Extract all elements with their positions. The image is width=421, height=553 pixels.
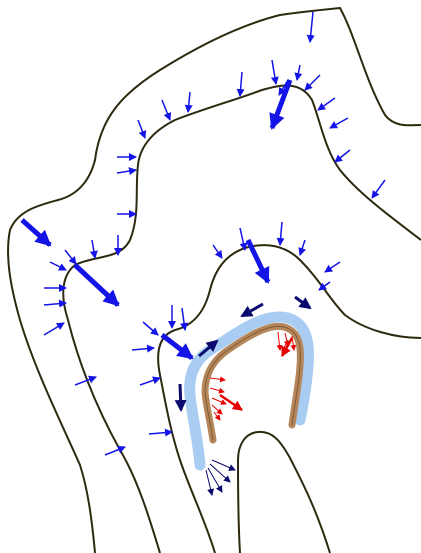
blue-force-arrow — [44, 323, 64, 335]
small-red-force-arrow — [214, 412, 220, 420]
blue-force-arrow — [213, 245, 222, 258]
blue-force-arrow — [44, 303, 66, 305]
thick-blue-force-arrow — [162, 335, 192, 358]
small-red-force-arrow — [210, 388, 224, 392]
blue-force-arrow — [372, 180, 385, 198]
blue-force-arrow — [318, 98, 335, 110]
blue-force-arrow — [143, 322, 158, 335]
outer-contour — [8, 8, 421, 553]
blue-force-arrow — [92, 240, 95, 258]
navy-flow-arrow — [180, 384, 181, 410]
blue-force-arrow — [272, 60, 276, 84]
inner-contour — [158, 245, 421, 553]
blue-force-arrow — [335, 150, 350, 162]
blue-force-arrow — [240, 72, 242, 96]
small-red-force-arrow — [278, 332, 280, 350]
lower-lobe-contour — [238, 432, 330, 553]
navy-flow-arrow — [295, 297, 310, 308]
thick-blue-force-arrows — [22, 80, 290, 358]
small-red-force-arrow — [210, 378, 225, 380]
blue-force-arrow — [325, 262, 340, 272]
middle-contour — [63, 86, 421, 553]
blue-force-arrow — [140, 378, 160, 385]
navy-flow-arrow — [242, 304, 263, 316]
blue-force-arrow — [310, 12, 313, 42]
blue-force-arrow — [138, 120, 145, 138]
small-red-force-arrow — [212, 405, 222, 414]
thick-blue-force-arrow — [22, 220, 50, 245]
blue-force-arrow — [149, 432, 172, 434]
blue-force-arrow — [300, 240, 305, 255]
blue-force-arrow — [330, 118, 348, 128]
blue-force-arrow — [50, 262, 66, 270]
blue-force-arrow — [305, 75, 320, 90]
blue-force-arrow — [280, 222, 282, 245]
blue-force-arrow — [240, 228, 245, 250]
blue-force-arrow — [188, 92, 190, 112]
blue-force-arrow — [117, 170, 136, 173]
blue-force-arrow — [297, 65, 300, 80]
blue-force-arrow — [65, 250, 76, 264]
blue-force-arrow — [132, 348, 154, 350]
blue-force-arrow — [162, 100, 170, 120]
blue-force-arrows — [44, 12, 385, 455]
thick-blue-force-arrow — [75, 265, 118, 305]
